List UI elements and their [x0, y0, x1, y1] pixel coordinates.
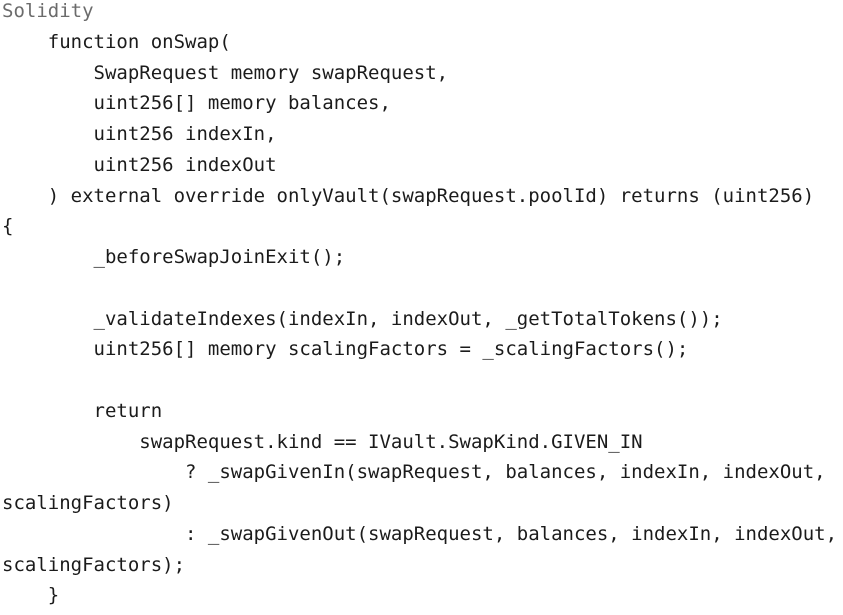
language-label: Solidity — [2, 0, 94, 22]
code-block: function onSwap( SwapRequest memory swap… — [2, 30, 838, 607]
